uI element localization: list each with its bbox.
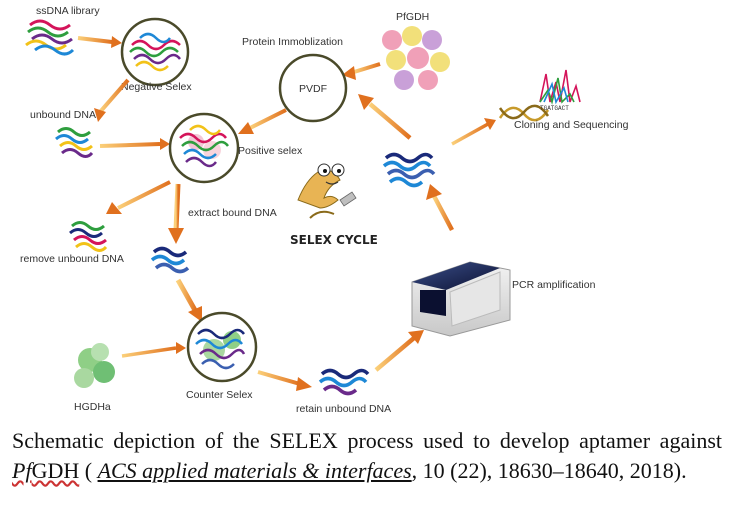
arrow-retain-to-pcr [374,336,416,372]
counter-selex-content [195,328,246,370]
dna-helix-icon [498,104,550,122]
amplified-dna-strands [382,152,436,188]
label-pfgdh: PfGDH [396,11,429,23]
caption-gdh: GDH [31,458,80,483]
caption-text-2a: aptamer against [579,428,722,453]
extracted-dna-strands [150,246,190,274]
figure-caption: Schematic depiction of the SELEX process… [12,426,722,486]
arrow-amplified-to-pvdf [368,102,412,140]
label-remove-unbound-dna: remove unbound DNA [20,253,124,265]
positive-selex-content [179,124,229,168]
arrow-counter-to-retain [257,370,301,386]
label-protein-immobilization: Protein Immoblization [242,36,343,48]
arrow-pcr-to-amplified [432,194,454,232]
arrowhead [176,342,186,354]
label-unbound-dna: unbound DNA [30,109,96,121]
negative-selex-dna [129,32,181,72]
caption-line-3: (22), 18630–18640, 2018). [450,458,687,483]
arrowhead [358,94,374,110]
label-pcr-amplification: PCR amplification [512,279,596,291]
selex-diagram: ssDNA library Negative Selex unbound DNA… [20,5,629,415]
label-ssdna-library: ssDNA library [36,5,100,17]
negative-selex-circle [120,17,190,87]
arrow-positive-to-extract [173,183,181,231]
arrowhead [426,184,442,200]
pfgdh-protein [382,26,450,90]
arrowhead [408,330,424,344]
arrowhead [484,118,496,130]
ssdna-library-cluster [25,19,75,56]
arrow-negative-to-unbound [98,78,130,114]
arrow-to-negative-selex [77,36,113,44]
arrowhead [188,306,202,322]
sequence-trace-text: TGATGACT [540,105,569,112]
label-pvdf: PVDF [299,83,327,95]
label-hgdha: HGDHa [74,401,111,413]
arrowhead [94,108,106,122]
caption-journal: ACS applied materials & interfaces [97,458,412,483]
sequencing-trace-icon [539,69,581,105]
arrowhead [106,202,122,214]
arrowhead [160,138,170,150]
label-cloning-sequencing: Cloning and Sequencing [514,119,629,131]
caption-pf: Pf [12,458,32,483]
selex-mascot-icon [297,163,357,219]
arrowhead [111,36,122,48]
pcr-machine-icon [411,261,511,337]
pvdf-circle [278,53,348,123]
label-extract-bound-dna: extract bound DNA [188,207,277,219]
unbound-dna-cluster [55,127,94,158]
remove-unbound-dna-cluster [69,221,108,252]
label-selex-cycle: SELEX CYCLE [290,233,378,247]
arrowhead [342,66,356,80]
arrow-to-cloning [451,122,489,146]
arrowhead [168,228,184,244]
caption-text-2b: ( [79,458,98,483]
label-negative-selex: Negative Selex [121,81,192,93]
arrowhead [238,122,254,134]
caption-text-2c: , 10 [411,458,445,483]
arrow-pvdf-to-positive [249,108,287,130]
label-retain-unbound-dna: retain unbound DNA [296,403,391,415]
arrow-extract-to-counter [175,278,199,314]
arrow-hgdha-to-counter [121,346,177,358]
hgdha-protein [74,343,115,388]
caption-line-1: Schematic depiction of the SELEX process… [12,428,570,453]
arrowhead [296,377,312,391]
retain-unbound-dna-strands [318,368,370,396]
arrow-unbound-to-positive [99,142,161,148]
label-counter-selex: Counter Selex [186,389,253,401]
label-positive-selex: Positive selex [238,145,303,157]
arrow-pfgdh-to-pvdf [353,62,381,74]
arrow-positive-to-remove [117,180,171,210]
